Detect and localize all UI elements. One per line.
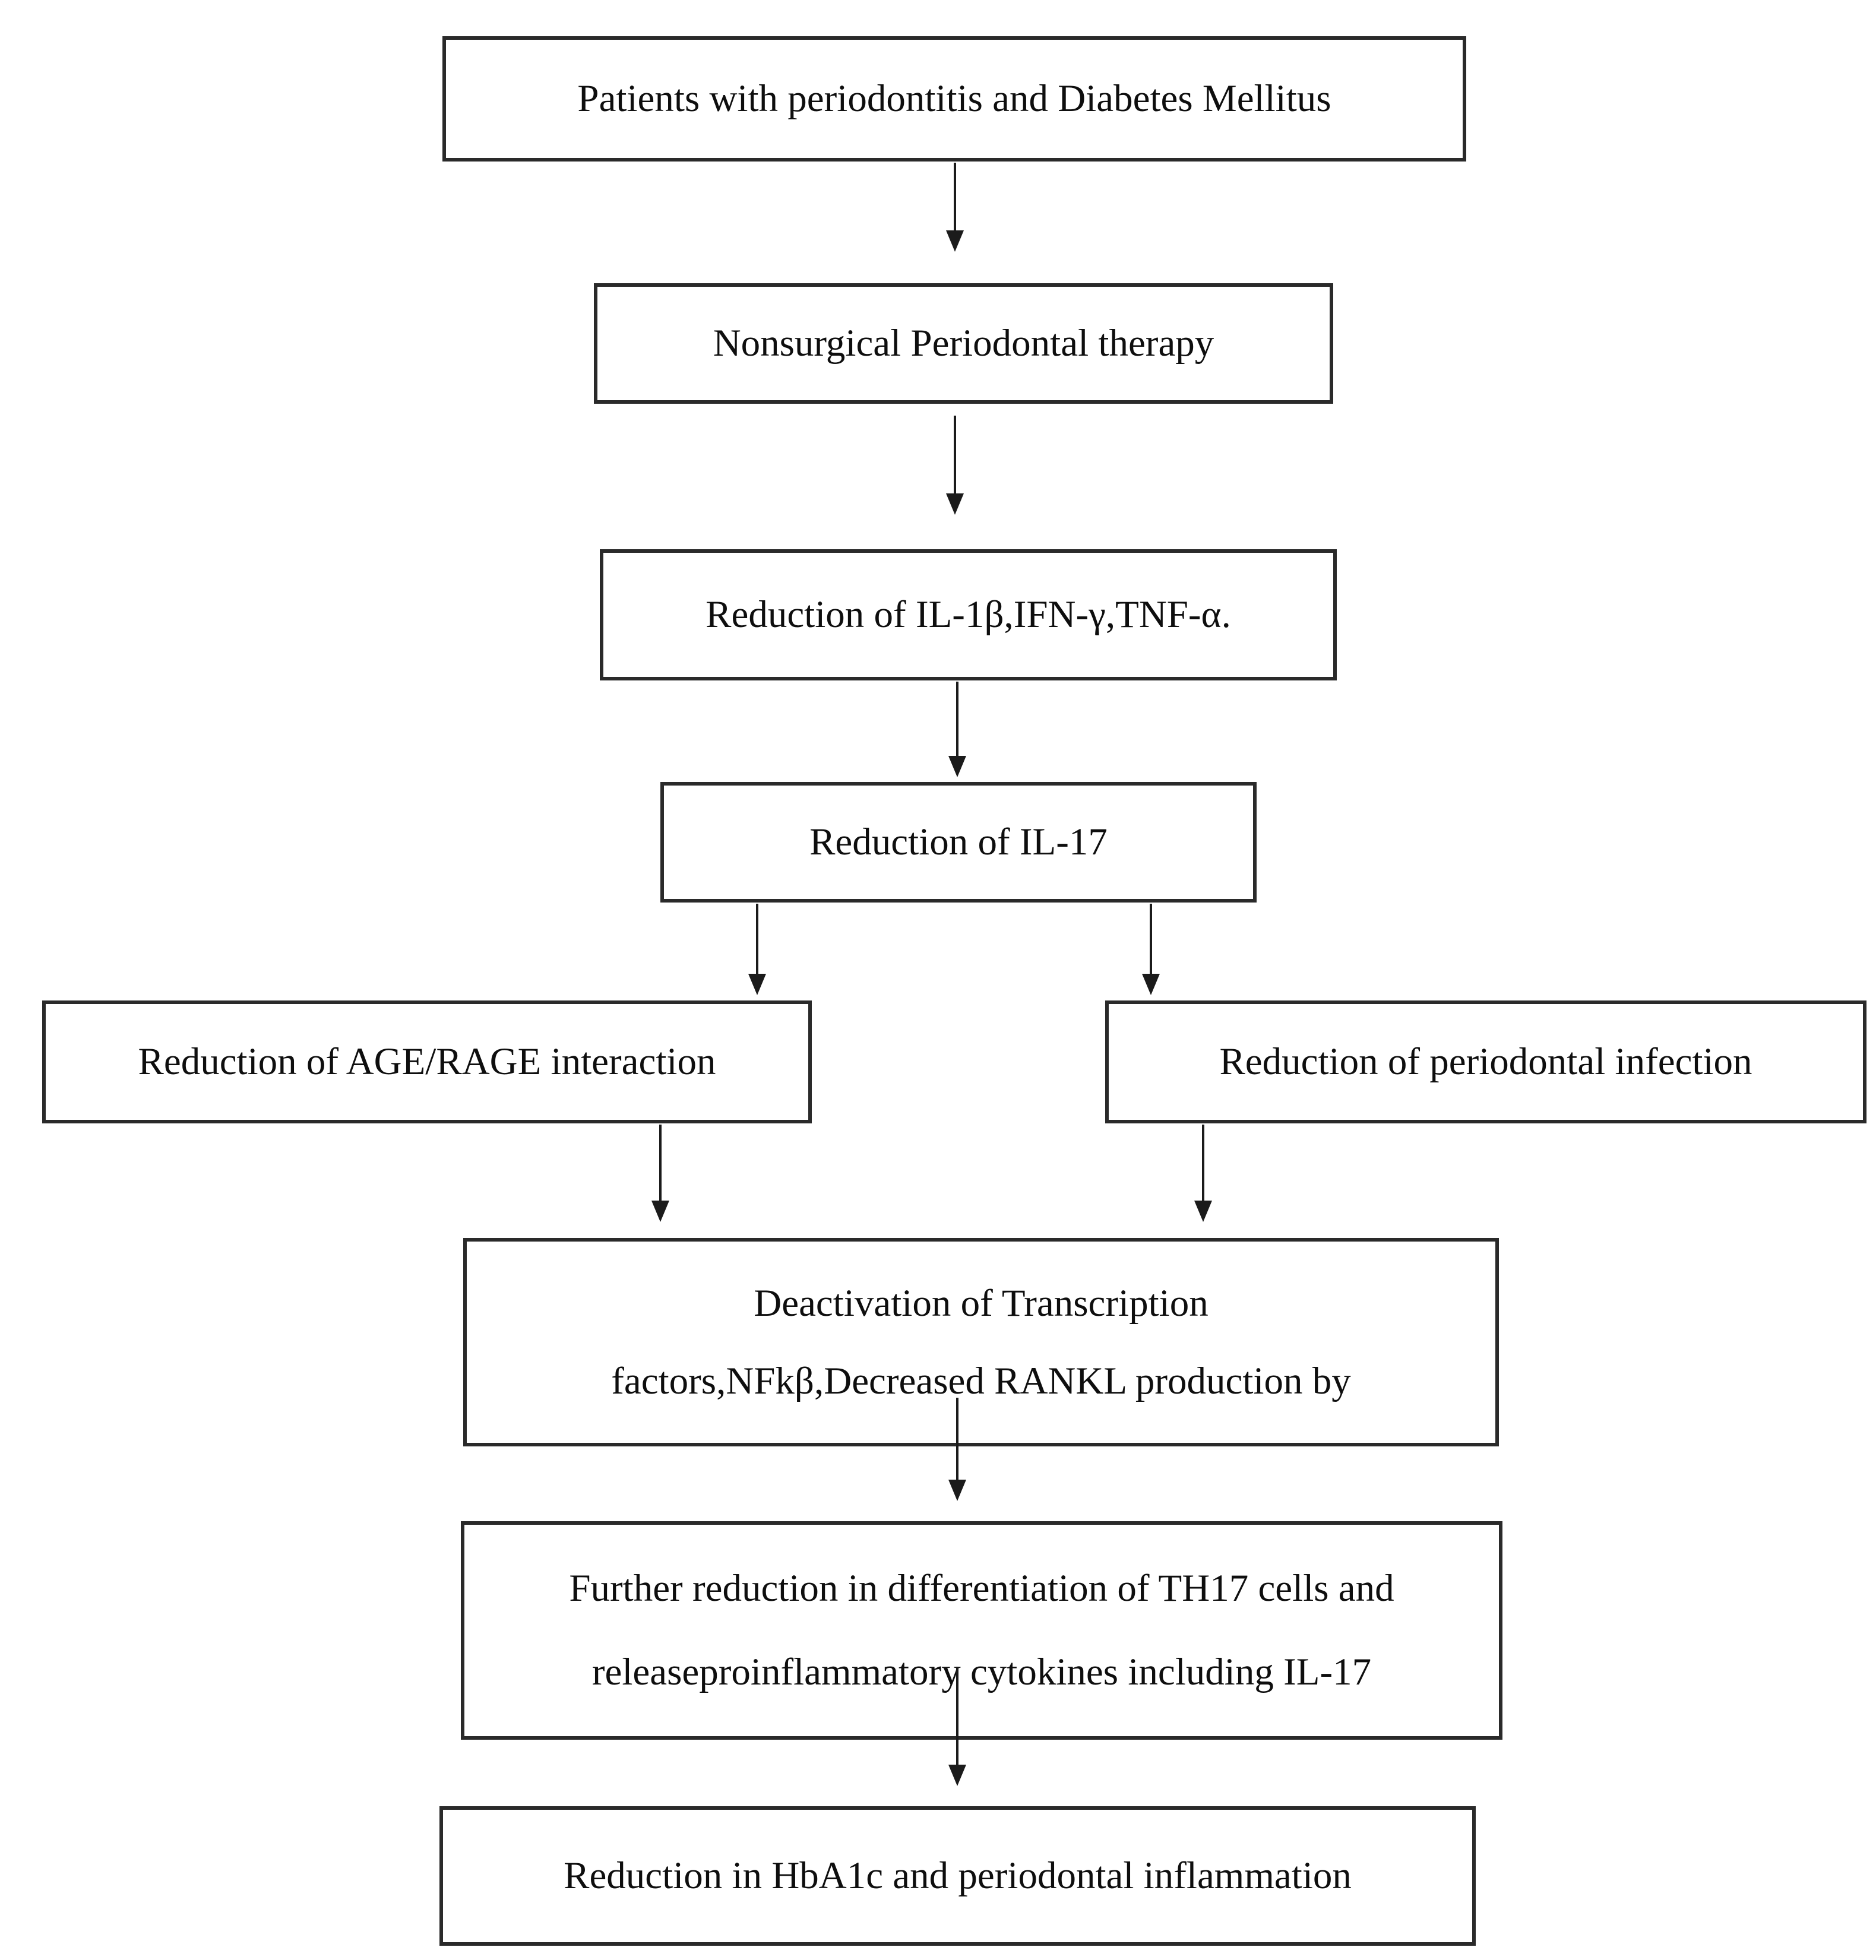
node-label-line2: releaseproinflammatory cytokines includi… [591, 1651, 1372, 1693]
node-transcription-factor-deactivation: Deactivation of Transcription factors,NF… [463, 1238, 1499, 1446]
arrowhead-down-icon [1194, 1201, 1212, 1222]
node-il17-reduction: Reduction of IL-17 [660, 782, 1257, 903]
node-label: Reduction of IL-17 [809, 821, 1108, 864]
arrow-shaft [954, 163, 956, 232]
arrow-shaft [956, 1667, 958, 1766]
arrowhead-down-icon [651, 1201, 669, 1222]
arrow-shaft [956, 682, 958, 757]
node-age-rage-reduction: Reduction of AGE/RAGE interaction [42, 1000, 812, 1123]
arrow-shaft [659, 1125, 662, 1202]
node-label: Reduction of periodontal infection [1219, 1040, 1752, 1084]
arrowhead-down-icon [946, 230, 964, 252]
node-label: Nonsurgical Periodontal therapy [713, 322, 1214, 365]
node-periodontal-infection-reduction: Reduction of periodontal infection [1105, 1000, 1866, 1123]
node-nonsurgical-periodontal-therapy: Nonsurgical Periodontal therapy [594, 283, 1333, 404]
arrowhead-down-icon [946, 493, 964, 515]
node-label-line2: factors,NFkβ,Decreased RANKL production … [611, 1359, 1351, 1402]
arrow-shaft [1150, 904, 1152, 975]
arrowhead-down-icon [1142, 974, 1160, 995]
node-label: Patients with periodontitis and Diabetes… [577, 77, 1331, 121]
arrow-shaft [756, 904, 758, 975]
arrowhead-down-icon [948, 1480, 966, 1501]
arrow-shaft [956, 1398, 958, 1481]
node-patients-periodontitis-dm: Patients with periodontitis and Diabetes… [442, 36, 1466, 162]
arrowhead-down-icon [948, 1765, 966, 1786]
arrowhead-down-icon [948, 756, 966, 777]
node-label: Reduction in HbA1c and periodontal infla… [564, 1854, 1352, 1898]
node-cytokine-reduction: Reduction of IL-1β,IFN-γ,TNF-α. [600, 549, 1337, 680]
node-label-line1: Further reduction in differentiation of … [569, 1567, 1394, 1610]
arrow-shaft [954, 416, 956, 495]
arrowhead-down-icon [748, 974, 766, 995]
node-hba1c-reduction: Reduction in HbA1c and periodontal infla… [439, 1806, 1476, 1946]
node-th17-differentiation-reduction: Further reduction in differentiation of … [461, 1521, 1502, 1740]
arrow-shaft [1202, 1125, 1204, 1202]
node-label-line1: Deactivation of Transcription [754, 1281, 1209, 1325]
node-label: Reduction of AGE/RAGE interaction [138, 1040, 716, 1084]
node-label: Reduction of IL-1β,IFN-γ,TNF-α. [706, 593, 1231, 637]
